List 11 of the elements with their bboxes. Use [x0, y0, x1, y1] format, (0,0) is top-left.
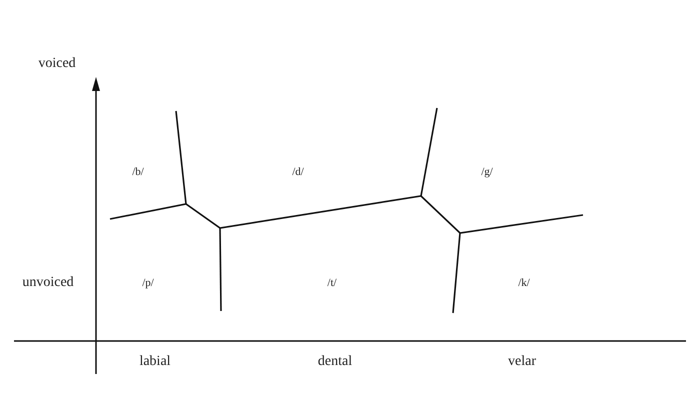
axis-label: labial — [139, 354, 171, 370]
axis-label: dental — [318, 354, 352, 370]
axis-label: velar — [508, 354, 536, 370]
axis-label: unvoiced — [22, 275, 74, 291]
phoneme-label: /d/ — [292, 166, 304, 178]
phoneme-label: /k/ — [518, 277, 530, 289]
phoneme-label: /t/ — [327, 277, 337, 289]
phoneme-label: /p/ — [142, 277, 154, 289]
axis-label: voiced — [38, 56, 76, 72]
phoneme-label: /g/ — [481, 166, 493, 178]
phoneme-label: /b/ — [132, 166, 144, 178]
